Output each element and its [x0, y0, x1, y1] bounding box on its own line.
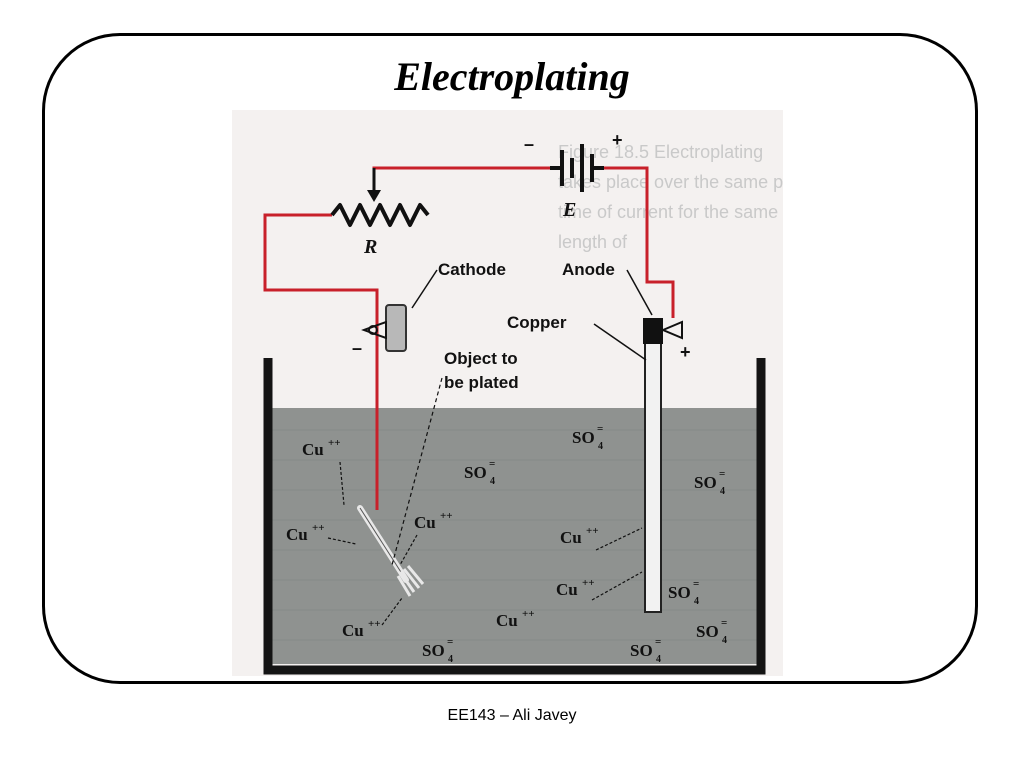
battery-plus: + [612, 130, 623, 150]
svg-text:++: ++ [328, 437, 341, 449]
resistor-label: R [363, 236, 377, 258]
svg-text:4: 4 [656, 654, 661, 665]
copper-ion: Cu ++ [286, 522, 325, 544]
background-caption: Figure 18.5 Electroplating takes place o… [558, 142, 823, 252]
svg-text:=: = [693, 578, 699, 590]
battery-label: E [562, 199, 576, 221]
fork-object [357, 505, 425, 597]
svg-text:SO: SO [572, 428, 595, 447]
cathode-clamp [361, 304, 407, 352]
svg-text:SO: SO [694, 473, 717, 492]
svg-text:SO: SO [422, 641, 445, 660]
cathode-sign: – [352, 338, 362, 358]
anode-label: Anode [562, 260, 615, 279]
svg-text:++: ++ [586, 525, 599, 537]
electroplating-diagram: Figure 18.5 Electroplating takes place o… [232, 110, 823, 676]
svg-text:4: 4 [694, 596, 699, 607]
svg-text:4: 4 [448, 654, 453, 665]
svg-text:SO: SO [668, 583, 691, 602]
svg-text:=: = [447, 636, 453, 648]
svg-text:++: ++ [312, 522, 325, 534]
sulfate-ion: SO= 4 [696, 617, 727, 646]
svg-text:++: ++ [368, 618, 381, 630]
object-label-line1: Object to [444, 349, 518, 368]
svg-text:SO: SO [630, 641, 653, 660]
resistor [330, 168, 430, 227]
cathode-label: Cathode [438, 260, 506, 279]
svg-text:=: = [719, 468, 725, 480]
copper-ion: Cu ++ [414, 510, 453, 532]
bg-text-line: time of current for the same [558, 202, 778, 222]
electrolyte-solution [270, 408, 759, 664]
anode-copper-rod [643, 318, 683, 613]
svg-text:Cu: Cu [556, 580, 578, 599]
battery-minus: – [524, 134, 534, 154]
svg-text:=: = [597, 423, 603, 435]
svg-text:++: ++ [522, 608, 535, 620]
svg-text:Cu: Cu [560, 528, 582, 547]
copper-label: Copper [507, 313, 567, 332]
svg-text:SO: SO [696, 622, 719, 641]
svg-text:Cu: Cu [496, 611, 518, 630]
svg-text:Cu: Cu [342, 621, 364, 640]
svg-text:=: = [655, 636, 661, 648]
svg-text:4: 4 [720, 486, 725, 497]
sulfate-ion: SO= 4 [694, 468, 725, 497]
copper-ion: Cu ++ [342, 618, 381, 640]
slide-footer: EE143 – Ali Javey [447, 707, 577, 724]
copper-ion: Cu ++ [560, 525, 599, 547]
sulfate-ion: SO= 4 [464, 458, 495, 487]
copper-ion: Cu ++ [302, 437, 341, 459]
svg-text:++: ++ [582, 577, 595, 589]
bg-text-line: Figure 18.5 Electroplating [558, 142, 763, 162]
svg-text:++: ++ [440, 510, 453, 522]
svg-text:SO: SO [464, 463, 487, 482]
sulfate-ion: SO= 4 [422, 636, 453, 665]
svg-text:=: = [489, 458, 495, 470]
battery [550, 144, 604, 192]
slide-title: Electroplating [394, 54, 630, 99]
copper-ion: Cu ++ [496, 608, 535, 630]
copper-ion: Cu ++ [556, 577, 595, 599]
sulfate-ion: SO= 4 [572, 423, 603, 452]
svg-text:Cu: Cu [302, 440, 324, 459]
svg-text:4: 4 [598, 441, 603, 452]
anode-sign: + [680, 342, 691, 362]
svg-text:=: = [721, 617, 727, 629]
svg-text:4: 4 [490, 476, 495, 487]
svg-text:Cu: Cu [414, 513, 436, 532]
svg-text:4: 4 [722, 635, 727, 646]
bg-text-line: length of [558, 232, 628, 252]
electrolytic-tank [263, 358, 766, 675]
svg-text:Cu: Cu [286, 525, 308, 544]
sulfate-ion: SO= 4 [668, 578, 699, 607]
object-label-line2: be plated [444, 373, 519, 392]
bg-text-line: takes place over the same period [558, 172, 783, 192]
sulfate-ion: SO= 4 [630, 636, 661, 665]
